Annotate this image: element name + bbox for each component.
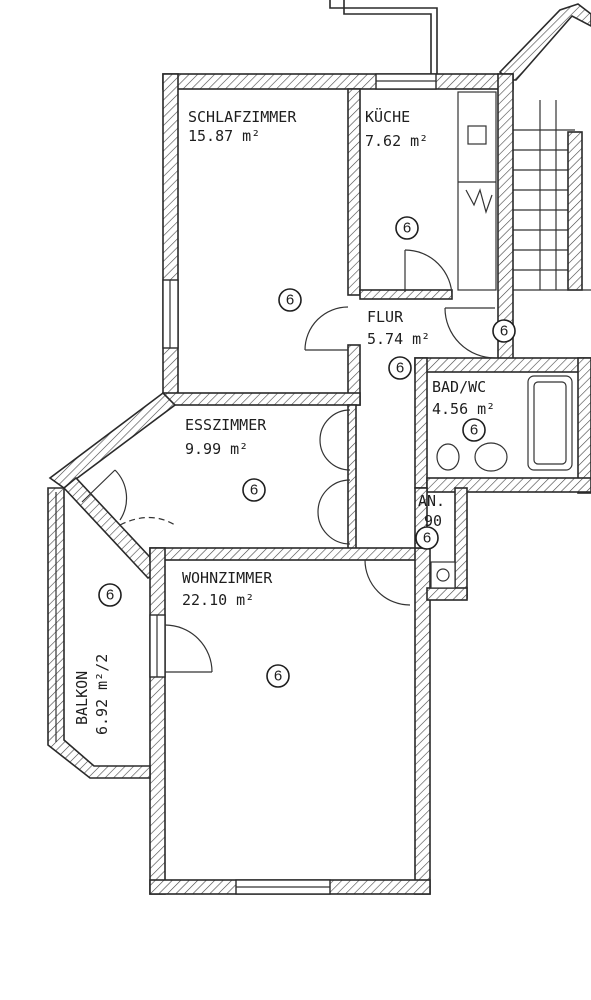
code-flur: 6 xyxy=(388,356,412,380)
flur-name: FLUR xyxy=(367,308,404,326)
svg-text:6: 6 xyxy=(396,360,404,377)
fixtures xyxy=(430,91,573,589)
toilet xyxy=(436,443,460,471)
balkon-outline xyxy=(47,487,151,779)
code-an: 6 xyxy=(415,526,439,550)
svg-text:6: 6 xyxy=(423,530,431,547)
flur-area: 5.74 m² xyxy=(367,330,430,348)
code-esszimmer: 6 xyxy=(242,478,266,502)
code-balkon: 6 xyxy=(98,583,122,607)
code-schlafzimmer: 6 xyxy=(278,288,302,312)
svg-text:6: 6 xyxy=(403,220,411,237)
code-bad-door: 6 xyxy=(492,319,516,343)
balkon-name: BALKON xyxy=(73,671,91,725)
code-kueche: 6 xyxy=(395,216,419,240)
code-wohnzimmer: 6 xyxy=(266,664,290,688)
schlafzimmer-name: SCHLAFZIMMER xyxy=(188,108,297,126)
code-bad: 6 xyxy=(462,418,486,442)
wohnzimmer-area: 22.10 m² xyxy=(182,591,254,609)
kueche-name: KÜCHE xyxy=(365,107,410,126)
balkon-area: 6.92 m²/2 xyxy=(93,654,111,735)
svg-text:6: 6 xyxy=(274,668,282,685)
windows xyxy=(149,73,437,895)
kitchen-counter xyxy=(457,91,497,291)
esszimmer-name: ESSZIMMER xyxy=(185,416,267,434)
kitchen-sink xyxy=(467,125,487,145)
room-codes: 6 6 6 6 6 6 6 6 xyxy=(98,216,516,688)
svg-text:6: 6 xyxy=(286,292,294,309)
svg-text:6: 6 xyxy=(470,422,478,439)
staircase xyxy=(329,0,591,291)
bad-name: BAD/WC xyxy=(432,378,486,396)
svg-text:6: 6 xyxy=(250,482,258,499)
washbasin xyxy=(474,442,508,472)
an-name: AN. xyxy=(418,492,445,510)
esszimmer-area: 9.99 m² xyxy=(185,440,248,458)
schlafzimmer-area: 15.87 m² xyxy=(188,127,260,145)
wohnzimmer-name: WOHNZIMMER xyxy=(182,569,273,587)
doors xyxy=(81,249,496,673)
svg-text:6: 6 xyxy=(106,587,114,604)
svg-text:6: 6 xyxy=(500,323,508,340)
kueche-area: 7.62 m² xyxy=(365,132,428,150)
bad-area: 4.56 m² xyxy=(432,400,495,418)
room-labels: SCHLAFZIMMER 15.87 m² KÜCHE 7.62 m² FLUR… xyxy=(73,107,495,735)
an-area: 90 xyxy=(424,512,442,530)
